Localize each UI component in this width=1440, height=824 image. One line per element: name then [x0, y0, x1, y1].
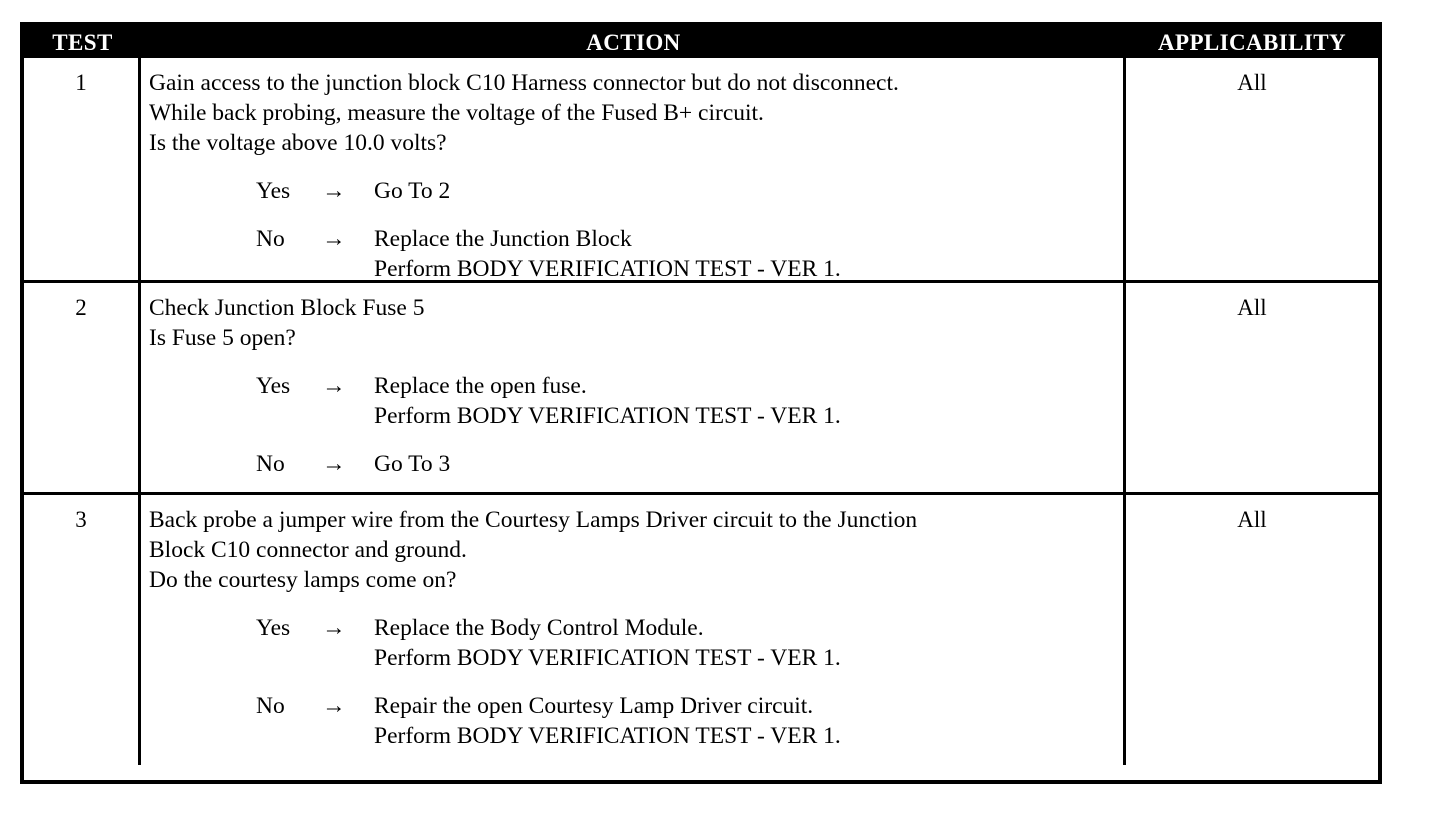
statement-line: Block C10 connector and ground. [149, 537, 467, 563]
column-header-test: TEST [52, 29, 113, 55]
arrow-right-icon: → [322, 226, 346, 252]
action-cell: Back probe a jumper wire from the Courte… [141, 495, 1126, 765]
branch-list: Yes → Replace the Body Control Module. P… [149, 613, 1115, 751]
statement-line: Is the voltage above 10.0 volts? [149, 130, 447, 156]
statement-line: Is Fuse 5 open? [149, 325, 296, 351]
branch-result: Replace the open fuse. Perform BODY VERI… [374, 371, 1115, 431]
arrow-right-icon: → [322, 178, 346, 204]
test-number-cell: 2 [24, 283, 141, 492]
branch-label: No [256, 693, 285, 719]
statement-line: While back probing, measure the voltage … [149, 100, 764, 126]
table-header-row: TEST ACTION APPLICABILITY [24, 26, 1378, 58]
branch-result: Replace the Junction Block Perform BODY … [374, 224, 1115, 284]
branch-yes: Yes → Replace the open fuse. Perform BOD… [149, 371, 1115, 431]
applicability-cell: All [1237, 70, 1267, 95]
branch-result-line: Replace the Junction Block [374, 226, 632, 252]
test-number-cell: 3 [24, 495, 141, 765]
table-row: 2 Check Junction Block Fuse 5 Is Fuse 5 … [24, 280, 1378, 492]
test-number-cell: 1 [24, 58, 141, 280]
branch-yes: Yes → Replace the Body Control Module. P… [149, 613, 1115, 673]
branch-list: Yes → Replace the open fuse. Perform BOD… [149, 371, 1115, 479]
branch-result-line: Repair the open Courtesy Lamp Driver cir… [374, 693, 814, 719]
branch-result-line: Replace the Body Control Module. [374, 615, 704, 641]
branch-result-line: Perform BODY VERIFICATION TEST - VER 1. [374, 645, 841, 671]
branch-no: No → Repair the open Courtesy Lamp Drive… [149, 691, 1115, 751]
branch-label: Yes [256, 615, 291, 641]
arrow-right-icon: → [322, 373, 346, 399]
branch-no: No → Replace the Junction Block Perform … [149, 224, 1115, 284]
branch-label: Yes [256, 178, 291, 204]
table-row: 3 Back probe a jumper wire from the Cour… [24, 492, 1378, 765]
applicability-cell: All [1237, 295, 1267, 320]
branch-result-line: Go To 3 [374, 451, 451, 477]
branch-result: Replace the Body Control Module. Perform… [374, 613, 1115, 673]
action-cell: Check Junction Block Fuse 5 Is Fuse 5 op… [141, 283, 1126, 492]
action-cell: Gain access to the junction block C10 Ha… [141, 58, 1126, 282]
branch-result: Go To 2 [374, 176, 1115, 206]
branch-result: Go To 3 [374, 449, 1115, 479]
branch-no: No → Go To 3 [149, 449, 1115, 479]
branch-yes: Yes → Go To 2 [149, 176, 1115, 206]
branch-result-line: Replace the open fuse. [374, 373, 587, 399]
statement-line: Check Junction Block Fuse 5 [149, 295, 425, 321]
diagnostic-test-table: TEST ACTION APPLICABILITY 1 Gain access … [20, 22, 1382, 784]
statement-line: Gain access to the junction block C10 Ha… [149, 70, 899, 96]
table-row: 1 Gain access to the junction block C10 … [24, 58, 1378, 282]
column-header-applicability: APPLICABILITY [1158, 29, 1346, 55]
branch-result-line: Go To 2 [374, 178, 451, 204]
applicability-cell: All [1237, 507, 1267, 532]
branch-label: No [256, 451, 285, 477]
branch-label: No [256, 226, 285, 252]
branch-result-line: Perform BODY VERIFICATION TEST - VER 1. [374, 256, 841, 282]
branch-result-line: Perform BODY VERIFICATION TEST - VER 1. [374, 403, 841, 429]
statement-line: Back probe a jumper wire from the Courte… [149, 507, 918, 533]
branch-result-line: Perform BODY VERIFICATION TEST - VER 1. [374, 723, 841, 749]
column-header-action: ACTION [586, 29, 681, 55]
arrow-right-icon: → [322, 615, 346, 641]
arrow-right-icon: → [322, 693, 346, 719]
statement-line: Do the courtesy lamps come on? [149, 567, 457, 593]
arrow-right-icon: → [322, 451, 346, 477]
branch-result: Repair the open Courtesy Lamp Driver cir… [374, 691, 1115, 751]
branch-label: Yes [256, 373, 291, 399]
branch-list: Yes → Go To 2 No → Replace the Junction … [149, 176, 1115, 284]
table-body: 1 Gain access to the junction block C10 … [24, 58, 1378, 765]
